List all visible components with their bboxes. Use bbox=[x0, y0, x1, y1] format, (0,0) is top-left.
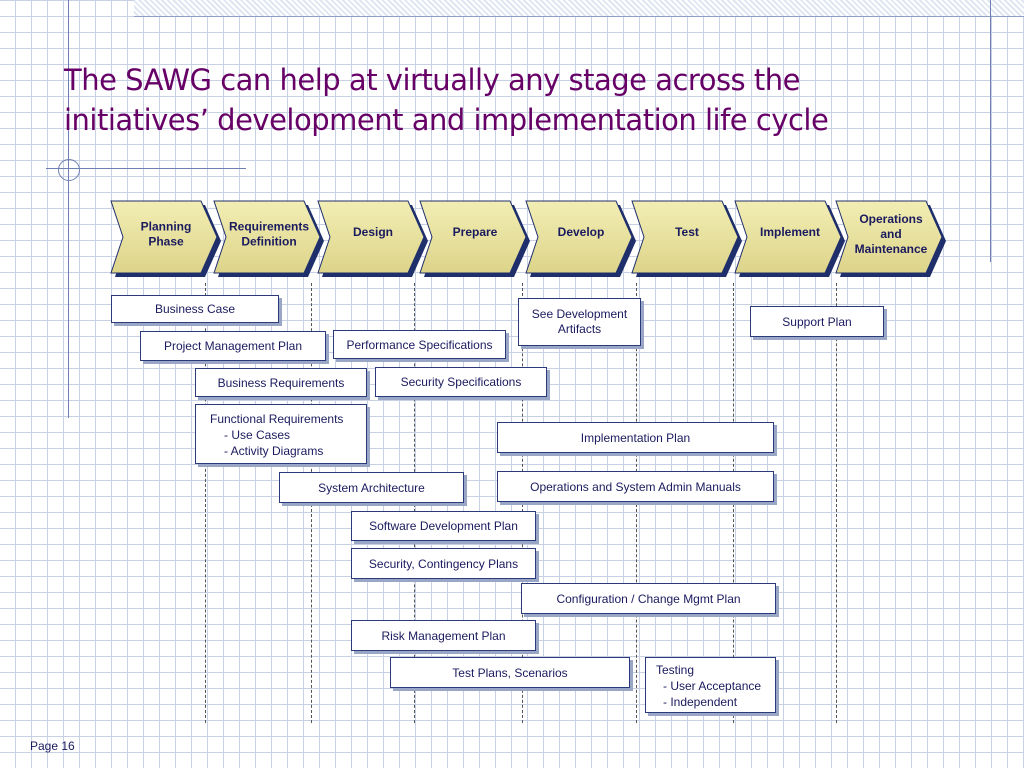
phase-chevron bbox=[213, 200, 321, 274]
phase-chevron bbox=[317, 200, 425, 274]
implementation-plan-box: Implementation Plan bbox=[497, 422, 774, 453]
system-architecture-label: System Architecture bbox=[318, 480, 425, 495]
slide-title-line-2: initiatives’ development and implementat… bbox=[64, 103, 829, 137]
phase-label: Prepare bbox=[453, 225, 498, 239]
functional-requirements-box: Functional Requirements - Use Cases - Ac… bbox=[195, 404, 367, 464]
phase-chevron bbox=[525, 200, 633, 274]
phase-label: Definition bbox=[241, 235, 296, 249]
phase-label: Phase bbox=[148, 235, 184, 249]
phase-chevron bbox=[835, 200, 943, 274]
security-contingency-plans-box: Security, Contingency Plans bbox=[351, 548, 536, 579]
right-frame-line bbox=[990, 0, 991, 262]
ops-system-admin-manuals-box: Operations and System Admin Manuals bbox=[497, 471, 774, 502]
phase-guide-line bbox=[836, 283, 837, 723]
system-architecture-box: System Architecture bbox=[279, 472, 464, 503]
phase-guide-line bbox=[205, 283, 206, 723]
business-case-box: Business Case bbox=[111, 295, 279, 323]
performance-specifications-label: Performance Specifications bbox=[346, 337, 493, 352]
support-plan-label: Support Plan bbox=[782, 314, 852, 329]
phase-label: Requirements bbox=[229, 220, 309, 234]
phase-chevron bbox=[110, 200, 218, 274]
phase-chevron bbox=[419, 200, 527, 274]
phase-label: Implement bbox=[760, 225, 820, 239]
phase-label: and bbox=[880, 227, 901, 241]
implementation-plan-label: Implementation Plan bbox=[580, 430, 691, 445]
project-management-plan-box: Project Management Plan bbox=[140, 331, 326, 361]
phase-guide-line bbox=[636, 283, 637, 723]
phase-label: Develop bbox=[558, 225, 605, 239]
functional-requirements-heading: Functional Requirements bbox=[210, 412, 344, 426]
title-underline bbox=[46, 168, 246, 169]
project-management-plan-label: Project Management Plan bbox=[163, 339, 303, 353]
phase-chevron bbox=[734, 200, 842, 274]
slide-title-line-1: The SAWG can help at virtually any stage… bbox=[64, 63, 800, 97]
phase-label: Maintenance bbox=[855, 242, 928, 256]
configuration-change-mgmt-plan-label: Configuration / Change Mgmt Plan bbox=[556, 591, 741, 606]
page-number: Page 16 bbox=[30, 739, 75, 753]
software-development-plan-box: Software Development Plan bbox=[351, 511, 536, 541]
left-frame-line bbox=[68, 0, 69, 418]
slide-title: The SAWG can help at virtually any stage… bbox=[64, 60, 964, 140]
top-hatched-band bbox=[134, 0, 1024, 17]
phase-guide-line bbox=[311, 283, 312, 723]
phase-chevron bbox=[631, 200, 739, 274]
ops-system-admin-manuals-label: Operations and System Admin Manuals bbox=[530, 479, 741, 494]
phase-guide-line bbox=[522, 283, 523, 723]
testing-item: - Independent bbox=[663, 695, 738, 709]
phase-label: Operations bbox=[859, 212, 923, 226]
support-plan-box: Support Plan bbox=[750, 306, 884, 337]
risk-management-plan-label: Risk Management Plan bbox=[381, 628, 506, 643]
business-requirements-label: Business Requirements bbox=[217, 375, 345, 390]
business-requirements-box: Business Requirements bbox=[195, 368, 367, 397]
test-plans-scenarios-label: Test Plans, Scenarios bbox=[452, 665, 568, 680]
phase-label: Design bbox=[353, 225, 393, 239]
risk-management-plan-box: Risk Management Plan bbox=[351, 620, 536, 651]
test-plans-scenarios-box: Test Plans, Scenarios bbox=[390, 657, 630, 688]
security-specifications-box: Security Specifications bbox=[375, 367, 547, 397]
see-development-artifacts-box: See Development Artifacts bbox=[518, 298, 641, 346]
functional-requirements-item: - Use Cases bbox=[224, 428, 291, 442]
software-development-plan-label: Software Development Plan bbox=[369, 519, 518, 533]
security-contingency-plans-label: Security, Contingency Plans bbox=[368, 556, 519, 571]
see-development-artifacts-line: See Development bbox=[531, 307, 628, 321]
security-specifications-label: Security Specifications bbox=[400, 375, 522, 389]
see-development-artifacts-line: Artifacts bbox=[557, 322, 602, 336]
configuration-change-mgmt-plan-box: Configuration / Change Mgmt Plan bbox=[521, 583, 776, 614]
phase-guide-line bbox=[733, 283, 734, 723]
phase-label: Test bbox=[675, 225, 699, 239]
phase-guide-line bbox=[414, 283, 415, 723]
registration-circle bbox=[58, 159, 80, 181]
business-case-label: Business Case bbox=[154, 302, 236, 316]
functional-requirements-item: - Activity Diagrams bbox=[224, 444, 324, 458]
performance-specifications-box: Performance Specifications bbox=[333, 330, 506, 359]
testing-box: Testing - User Acceptance - Independent bbox=[645, 657, 776, 713]
testing-item: - User Acceptance bbox=[663, 679, 762, 693]
testing-heading: Testing bbox=[656, 663, 695, 677]
phase-label: Planning bbox=[141, 220, 192, 234]
